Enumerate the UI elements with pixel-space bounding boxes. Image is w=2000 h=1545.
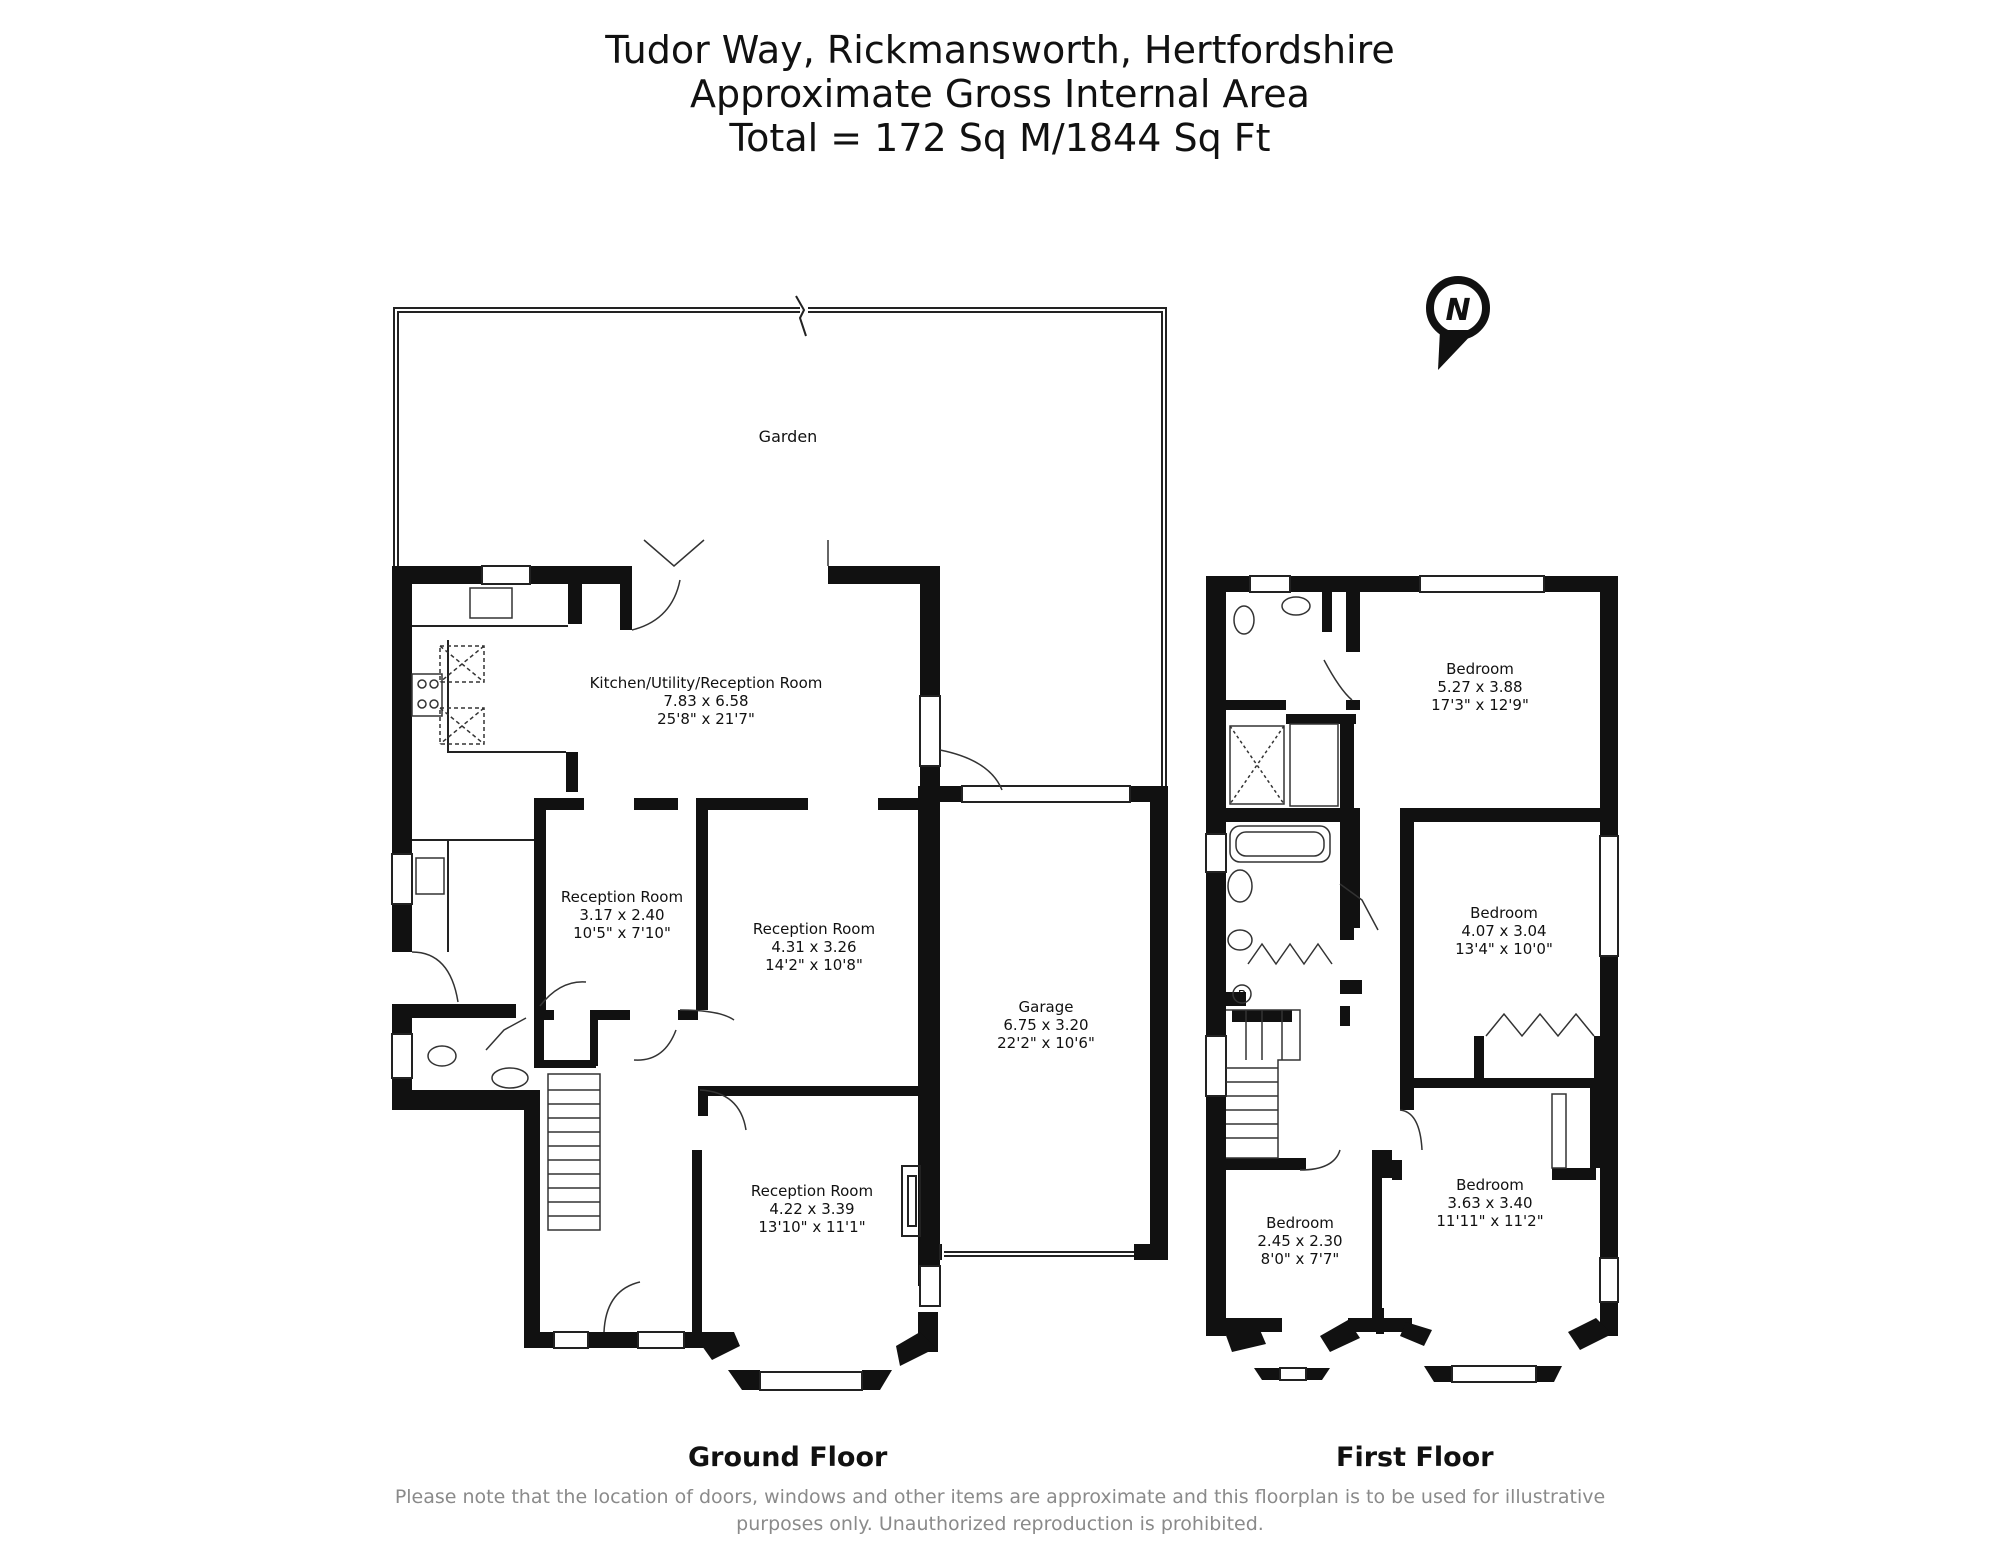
reception-small-metric: 3.17 x 2.40 [579,906,664,924]
bedroom-front-name: Bedroom [1456,1176,1524,1194]
title-area-label: Approximate Gross Internal Area [690,72,1310,116]
first-floor-windows [1205,575,1619,1383]
bedroom-side-name: Bedroom [1470,904,1538,922]
ground-floor-staircase [547,1073,601,1231]
bedroom-rear-metric: 5.27 x 3.88 [1437,678,1522,696]
kitchen-imperial: 25'8" x 21'7" [657,710,755,728]
washbasin-icon [491,1067,529,1089]
room-label-bedroom-side: Bedroom 4.07 x 3.04 13'4" x 10'0" [1455,904,1553,958]
garage-metric: 6.75 x 3.20 [1003,1016,1088,1034]
reception-front-imperial: 13'10" x 11'1" [758,1218,865,1236]
boiler-icon [1232,984,1252,1004]
ground-floor-label: Ground Floor [688,1442,888,1473]
room-label-reception-small: Reception Room 3.17 x 2.40 10'5" x 7'10" [561,888,683,942]
first-floor-staircase [1226,1009,1301,1159]
reception-small-name: Reception Room [561,888,683,906]
boiler-marker: B [1238,988,1246,1002]
disclaimer-line-1: Please note that the location of doors, … [394,1486,1606,1508]
bedroom-front-metric: 3.63 x 3.40 [1447,1194,1532,1212]
reception-front-name: Reception Room [751,1182,873,1200]
hob-icon [411,673,443,717]
reception-middle-name: Reception Room [753,920,875,938]
room-label-reception-middle: Reception Room 4.31 x 3.26 14'2" x 10'8" [753,920,875,974]
washbasin-icon [1227,869,1253,903]
garage-imperial: 22'2" x 10'6" [997,1034,1095,1052]
toilet-icon [1233,605,1255,635]
bedroom-small-name: Bedroom [1266,1214,1334,1232]
north-compass-icon: N [1426,276,1490,370]
first-floor-walls [1206,576,1618,1382]
bedroom-rear-imperial: 17'3" x 12'9" [1431,696,1529,714]
washbasin-icon [1281,596,1311,616]
compass-north-letter: N [1445,293,1470,328]
bedroom-front-imperial: 11'11" x 11'2" [1436,1212,1543,1230]
room-label-bedroom-rear: Bedroom 5.27 x 3.88 17'3" x 12'9" [1431,660,1529,714]
first-floor-label: First Floor [1336,1442,1494,1473]
bedroom-small-imperial: 8'0" x 7'7" [1261,1250,1340,1268]
bedroom-side-metric: 4.07 x 3.04 [1461,922,1546,940]
kitchen-metric: 7.83 x 6.58 [663,692,748,710]
skylight-icon [439,645,485,683]
ground-floor-walls [392,566,1168,1390]
room-label-garage: Garage 6.75 x 3.20 22'2" x 10'6" [997,998,1095,1052]
reception-front-metric: 4.22 x 3.39 [769,1200,854,1218]
bath-icon [1229,825,1331,863]
title-address: Tudor Way, Rickmansworth, Hertfordshire [605,28,1395,72]
skylight-icon [439,707,485,745]
first-floor-fittings [1227,596,1595,1171]
bedroom-rear-name: Bedroom [1446,660,1514,678]
room-label-bedroom-front: Bedroom 3.63 x 3.40 11'11" x 11'2" [1436,1176,1543,1230]
reception-middle-metric: 4.31 x 3.26 [771,938,856,956]
room-label-bedroom-small: Bedroom 2.45 x 2.30 8'0" x 7'7" [1257,1214,1342,1268]
title-total-area: Total = 172 Sq M/1844 Sq Ft [729,116,1271,160]
bedroom-small-metric: 2.45 x 2.30 [1257,1232,1342,1250]
ground-floor-windows [391,565,1134,1391]
garden-boundary [393,295,1167,786]
kitchen-sink-icon [469,587,513,619]
reception-small-imperial: 10'5" x 7'10" [573,924,671,942]
ground-floor-doors [411,539,1003,1333]
reception-middle-imperial: 14'2" x 10'8" [765,956,863,974]
kitchen-name: Kitchen/Utility/Reception Room [590,674,823,692]
shower-icon [1229,725,1285,805]
room-label-kitchen: Kitchen/Utility/Reception Room 7.83 x 6.… [590,674,823,728]
room-label-reception-front: Reception Room 4.22 x 3.39 13'10" x 11'1… [751,1182,873,1236]
toilet-icon [1227,929,1253,951]
ground-floor-fixtures [411,587,529,1089]
disclaimer-line-2: purposes only. Unauthorized reproduction… [736,1513,1264,1535]
toilet-icon [427,1045,457,1067]
garage-name: Garage [1019,998,1074,1016]
utility-sink-icon [415,857,445,895]
garden-label: Garden [759,427,818,446]
bedroom-side-imperial: 13'4" x 10'0" [1455,940,1553,958]
